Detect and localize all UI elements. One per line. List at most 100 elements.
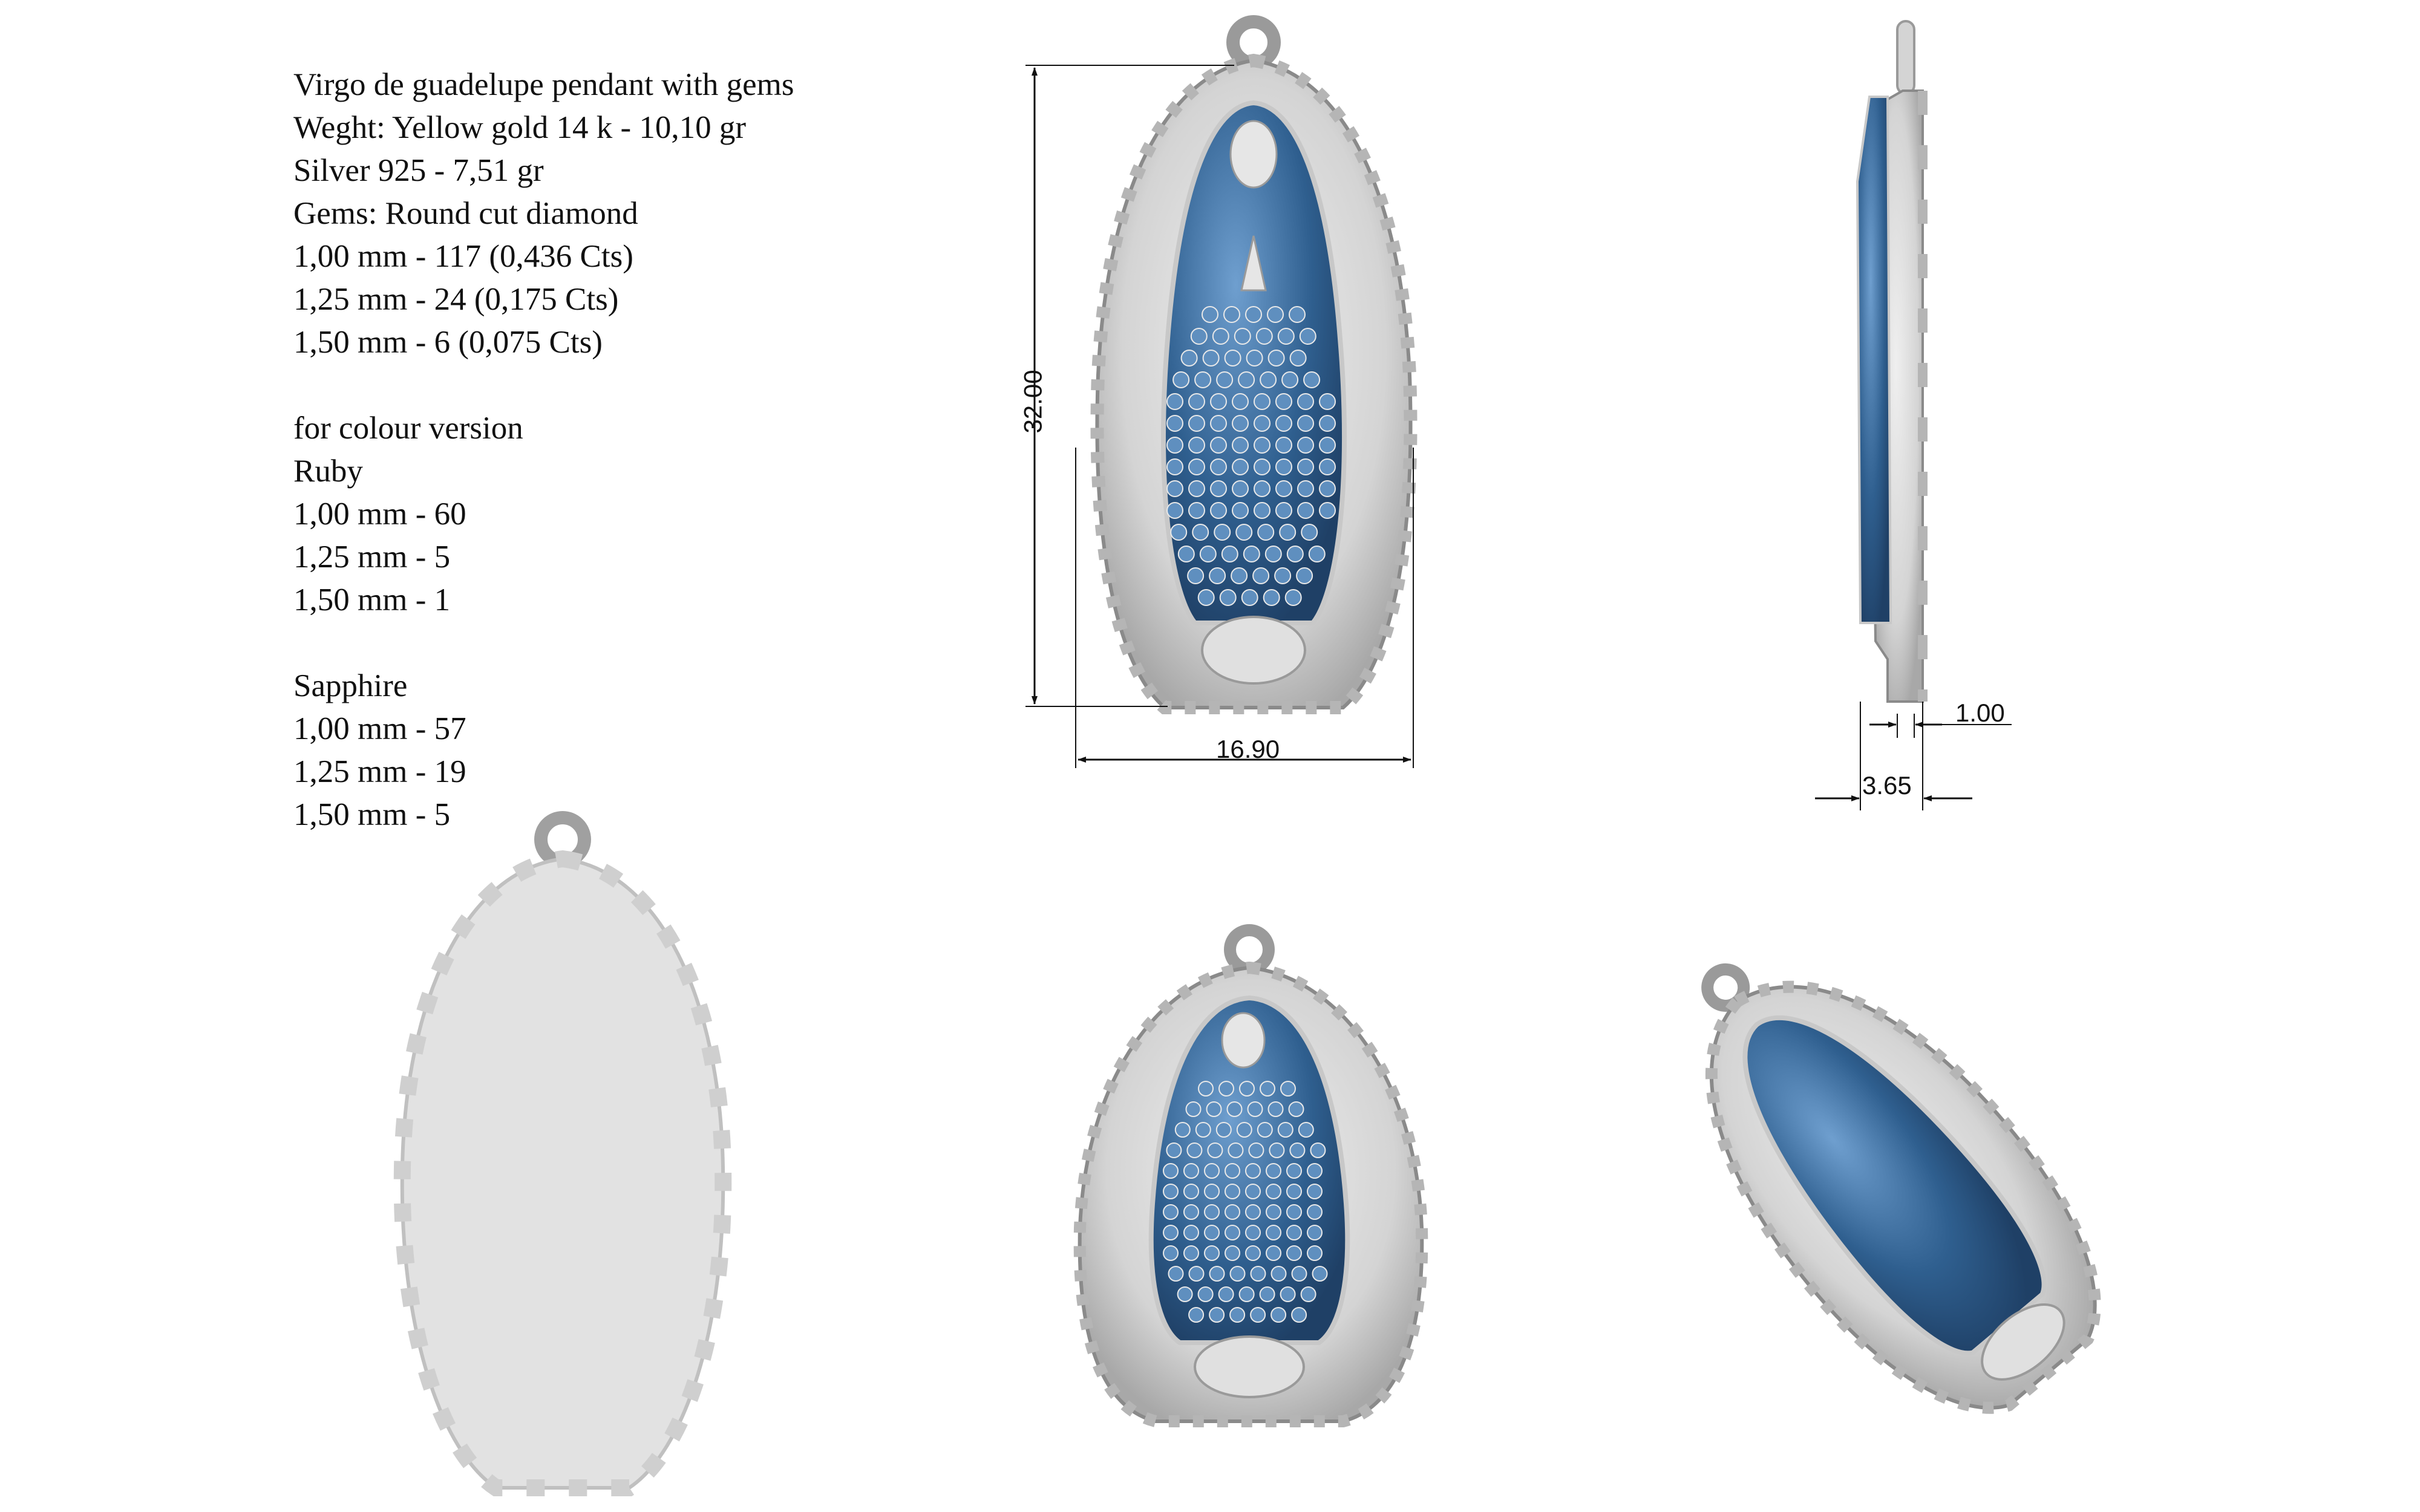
- gem-stone: [1204, 1204, 1220, 1220]
- gem-stone: [1288, 1101, 1304, 1117]
- gem-stone: [1168, 1266, 1184, 1282]
- gem-stone: [1270, 1307, 1287, 1323]
- gem-stone: [1281, 371, 1299, 388]
- gem-stone: [1210, 480, 1227, 497]
- gem-stone: [1166, 502, 1183, 519]
- gem-stone: [1275, 480, 1292, 497]
- back-view: [393, 811, 732, 1496]
- gem-stone: [1301, 524, 1318, 541]
- gem-stone: [1225, 1163, 1240, 1179]
- gem-stone: [1266, 1163, 1281, 1179]
- gem-stone: [1231, 567, 1248, 584]
- gem-stone: [1163, 1184, 1179, 1199]
- gem-stone: [1207, 1142, 1223, 1158]
- gem-stone: [1257, 524, 1275, 541]
- figure-face: [1229, 120, 1278, 189]
- gem-stone: [1198, 1081, 1214, 1097]
- gem-stone: [1188, 458, 1205, 475]
- gem-stone: [1267, 306, 1284, 323]
- gem-stone: [1307, 1184, 1323, 1199]
- gem-stone: [1297, 502, 1314, 519]
- gem-stone: [1264, 546, 1282, 562]
- gem-stone: [1188, 1307, 1205, 1323]
- gem-stone: [1246, 350, 1263, 367]
- gem-stone: [1279, 524, 1297, 541]
- scalloped-edge-persp: [1073, 961, 1428, 1427]
- pendant-back: [400, 856, 725, 1490]
- gem-stone: [1202, 350, 1220, 367]
- gem-stone: [1297, 437, 1314, 454]
- gem-stone: [1186, 1142, 1203, 1158]
- gem-stone: [1250, 1307, 1266, 1323]
- gem-stone: [1235, 524, 1253, 541]
- side-view: [1856, 20, 1928, 703]
- gem-stone: [1254, 393, 1270, 410]
- gem-stone: [1275, 502, 1292, 519]
- gem-stone: [1224, 350, 1241, 367]
- gem-stone: [1275, 393, 1292, 410]
- dimension-height: [1025, 65, 1234, 707]
- gem-stone: [1247, 1101, 1263, 1117]
- scalloped-edge-back: [393, 850, 732, 1496]
- spec-weight-silver: Silver 925 - 7,51 gr: [293, 153, 544, 188]
- gem-stone: [1185, 1101, 1202, 1117]
- gem-stone: [1229, 1307, 1246, 1323]
- gem-stone: [1245, 1225, 1261, 1240]
- gem-stone: [1260, 371, 1277, 388]
- gem-stone: [1291, 1307, 1307, 1323]
- gem-stone: [1232, 393, 1249, 410]
- gem-stone: [1236, 1122, 1252, 1138]
- gem-stone: [1319, 480, 1336, 497]
- gem-stone: [1183, 1225, 1199, 1240]
- gem-stone: [1297, 458, 1314, 475]
- gem-stone: [1232, 480, 1249, 497]
- gem-stone: [1232, 437, 1249, 454]
- praying-hands: [1240, 235, 1267, 292]
- gem-stone: [1166, 415, 1183, 432]
- gem-stone: [1286, 1163, 1302, 1179]
- gem-stone: [1177, 546, 1195, 562]
- gem-stone: [1188, 502, 1205, 519]
- gem-stone: [1188, 393, 1205, 410]
- gem-stone: [1216, 371, 1234, 388]
- spec-title: Virgo de guadelupe pendant with gems: [293, 67, 794, 102]
- gem-stone: [1238, 371, 1255, 388]
- spec-gems-heading: Gems: Round cut diamond: [293, 196, 638, 231]
- gem-stone: [1252, 567, 1270, 584]
- gem-stone: [1197, 589, 1215, 606]
- gem-stone: [1206, 1101, 1222, 1117]
- gem-stone: [1163, 1163, 1179, 1179]
- gem-stone: [1274, 567, 1292, 584]
- gem-stone: [1219, 589, 1237, 606]
- spec-diamond-150: 1,50 mm - 6 (0,075 Cts): [293, 325, 603, 360]
- gem-stone: [1183, 1184, 1199, 1199]
- gem-stone: [1299, 328, 1316, 345]
- gem-stone: [1202, 306, 1218, 323]
- gem-stone: [1187, 567, 1205, 584]
- gem-field-perspective: [1163, 1081, 1328, 1323]
- gem-stone: [1319, 502, 1336, 519]
- dimension-width: [1075, 448, 1414, 768]
- spec-ruby-125: 1,25 mm - 5: [293, 539, 451, 575]
- gem-stone: [1204, 1225, 1220, 1240]
- gem-stone: [1166, 458, 1183, 475]
- gem-stone: [1225, 1184, 1240, 1199]
- gem-stone: [1269, 1142, 1285, 1158]
- gem-stone: [1286, 1204, 1302, 1220]
- gem-stone: [1286, 1184, 1302, 1199]
- figure-face-persp: [1221, 1012, 1266, 1069]
- gem-stone: [1188, 415, 1205, 432]
- gem-stone: [1163, 1225, 1179, 1240]
- gems-profile: [1856, 96, 1892, 624]
- spec-ruby-100: 1,00 mm - 60: [293, 497, 466, 532]
- gem-stone: [1310, 1142, 1326, 1158]
- gem-stone: [1209, 567, 1226, 584]
- angel-cherub-angled: [1981, 1303, 2065, 1381]
- scalloped-edge-angled: [1705, 980, 2101, 1414]
- gem-stone: [1267, 1101, 1284, 1117]
- gem-stone: [1232, 458, 1249, 475]
- gem-stone: [1289, 1142, 1306, 1158]
- spec-text-block: Virgo de guadelupe pendant with gems Weg…: [293, 64, 794, 836]
- gem-stone: [1204, 1245, 1220, 1261]
- dim-label-height: 32.00: [1018, 370, 1047, 434]
